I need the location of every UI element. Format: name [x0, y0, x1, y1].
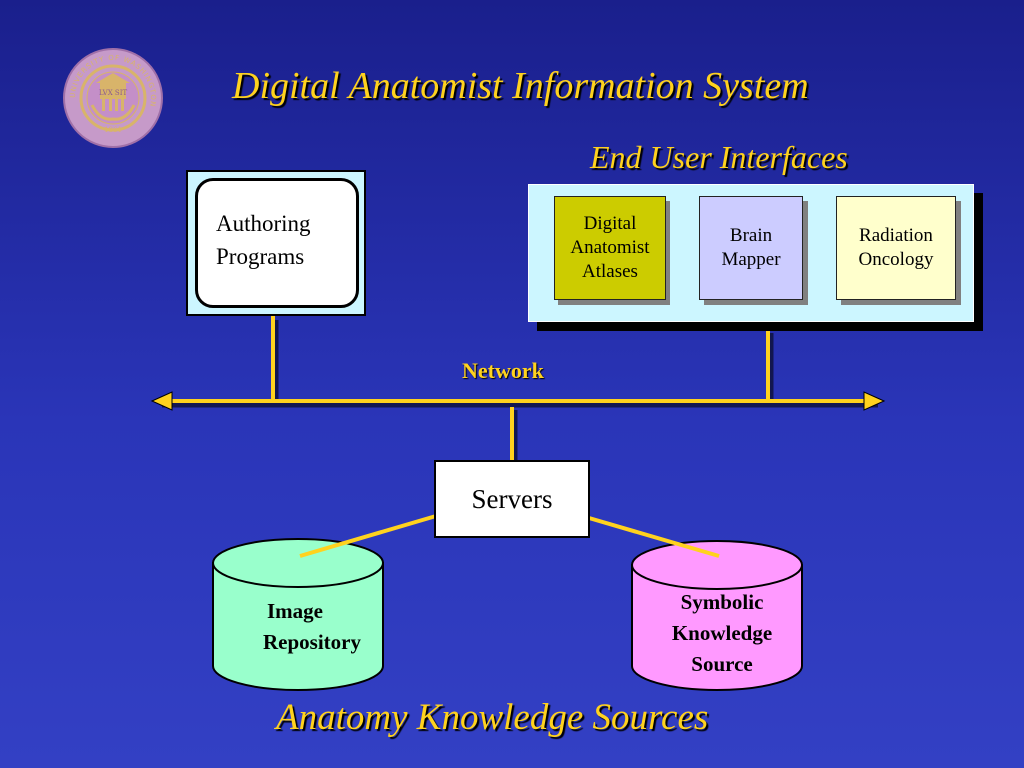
seal-motto: LVX SIT: [99, 89, 128, 97]
network-left-arrowhead: [150, 391, 173, 411]
module-line: Anatomist: [570, 237, 650, 258]
radiation-oncology-box: Radiation Oncology: [836, 196, 956, 300]
module-line: Atlases: [582, 261, 638, 282]
symbolic-knowledge-line-2: Knowledge: [671, 621, 773, 645]
authoring-line-1: Authoring: [216, 211, 311, 236]
digital-anatomist-atlases-box: Digital Anatomist Atlases: [554, 196, 666, 300]
module-line: Mapper: [721, 249, 781, 270]
end-user-interfaces-heading: End User Interfaces: [590, 139, 848, 175]
module-line: Digital: [583, 213, 637, 234]
brain-mapper-box: Brain Mapper: [699, 196, 803, 300]
server-to-image-repository-line: [299, 514, 437, 558]
servers-label: Servers: [471, 483, 553, 514]
image-repository-line-2: Repository: [263, 630, 361, 654]
module-line: Brain: [729, 225, 773, 246]
image-repository-cylinder: [212, 538, 384, 691]
module-line: Oncology: [858, 249, 934, 270]
network-right-arrowhead: [863, 391, 886, 411]
anatomy-knowledge-sources-heading: Anatomy Knowledge Sources: [276, 697, 709, 738]
servers-box: Servers: [434, 460, 590, 538]
server-to-symbolic-knowledge-line: [588, 516, 720, 558]
symbolic-knowledge-line-1: Symbolic: [680, 590, 764, 614]
authoring-line-2: Programs: [216, 244, 305, 269]
module-line: Radiation: [859, 225, 933, 246]
authoring-programs-box: Authoring Programs: [195, 178, 359, 308]
network-label: Network: [462, 358, 544, 383]
image-repository-line-1: Image: [267, 599, 323, 623]
university-seal-logo: UNIVERSITY OF WASHINGTON LVX SIT 1861: [63, 48, 163, 148]
symbolic-knowledge-label: Symbolic Knowledge Source: [642, 587, 802, 680]
symbolic-knowledge-line-3: Source: [691, 652, 753, 676]
seal-year: 1861: [104, 126, 122, 134]
image-repository-label: Image Repository: [226, 596, 386, 658]
symbolic-knowledge-cylinder: [631, 540, 803, 691]
slide-title: Digital Anatomist Information System: [232, 65, 809, 107]
